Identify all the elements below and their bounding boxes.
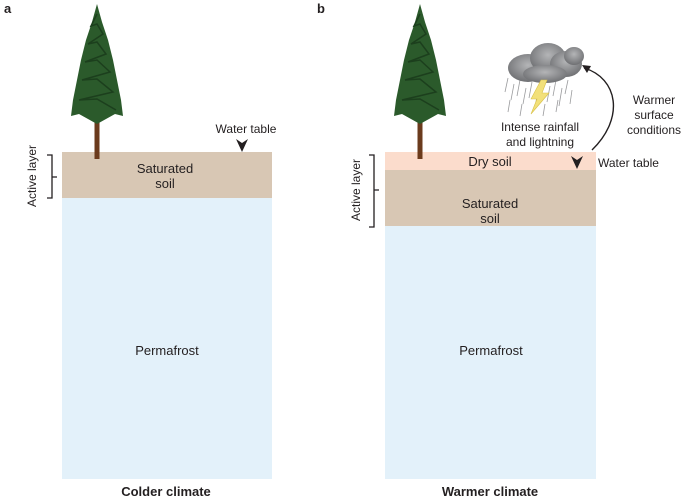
panel-a-saturated-soil (62, 152, 272, 198)
storm-cloud-icon (504, 43, 584, 117)
panel-b-water-table-label: Water table (598, 156, 659, 170)
panel-b-active-layer-label: Active layer (349, 159, 363, 221)
panel-b-permafrost (385, 226, 596, 479)
panel-a-active-layer-label: Active layer (25, 145, 39, 207)
panel-b-active-layer-bracket (369, 154, 379, 228)
panel-a-water-table-label: Water table (216, 122, 277, 136)
storm-label-line2: and lightning (506, 135, 574, 149)
panel-b-dry-soil (385, 152, 596, 170)
panel-a-saturated-line1: Saturated (137, 161, 193, 176)
panel-b-saturated-soil (385, 170, 596, 226)
panel-b-permafrost-label: Permafrost (459, 343, 523, 358)
panel-a-tree-icon (70, 3, 124, 160)
warmer-label-line1: Warmer (633, 93, 675, 107)
panel-b-saturated-line1: Saturated (462, 196, 518, 211)
panel-a-permafrost (62, 198, 272, 479)
panel-b-water-table-arrow-icon (571, 156, 583, 169)
warming-arrow-head-icon (582, 65, 591, 73)
warmer-label-line3: conditions (627, 123, 681, 137)
panel-a-water-table-arrow-icon (236, 139, 248, 152)
panel-a-label: a (4, 1, 12, 16)
panel-a-active-layer-bracket (47, 154, 57, 199)
panel-b-caption: Warmer climate (442, 484, 538, 498)
panel-a-permafrost-label: Permafrost (135, 343, 199, 358)
panel-b-dry-soil-label: Dry soil (468, 154, 511, 169)
panel-a-saturated-line2: soil (155, 176, 175, 191)
warmer-label-line2: surface (634, 108, 674, 122)
warming-curved-arrow (583, 67, 615, 151)
panel-b-saturated-line2: soil (480, 211, 500, 226)
panel-b-label: b (317, 1, 325, 16)
panel-a-caption: Colder climate (121, 484, 211, 498)
lightning-bolt-icon (530, 79, 550, 115)
storm-label-line1: Intense rainfall (501, 120, 579, 134)
panel-b-tree-icon (393, 3, 447, 160)
